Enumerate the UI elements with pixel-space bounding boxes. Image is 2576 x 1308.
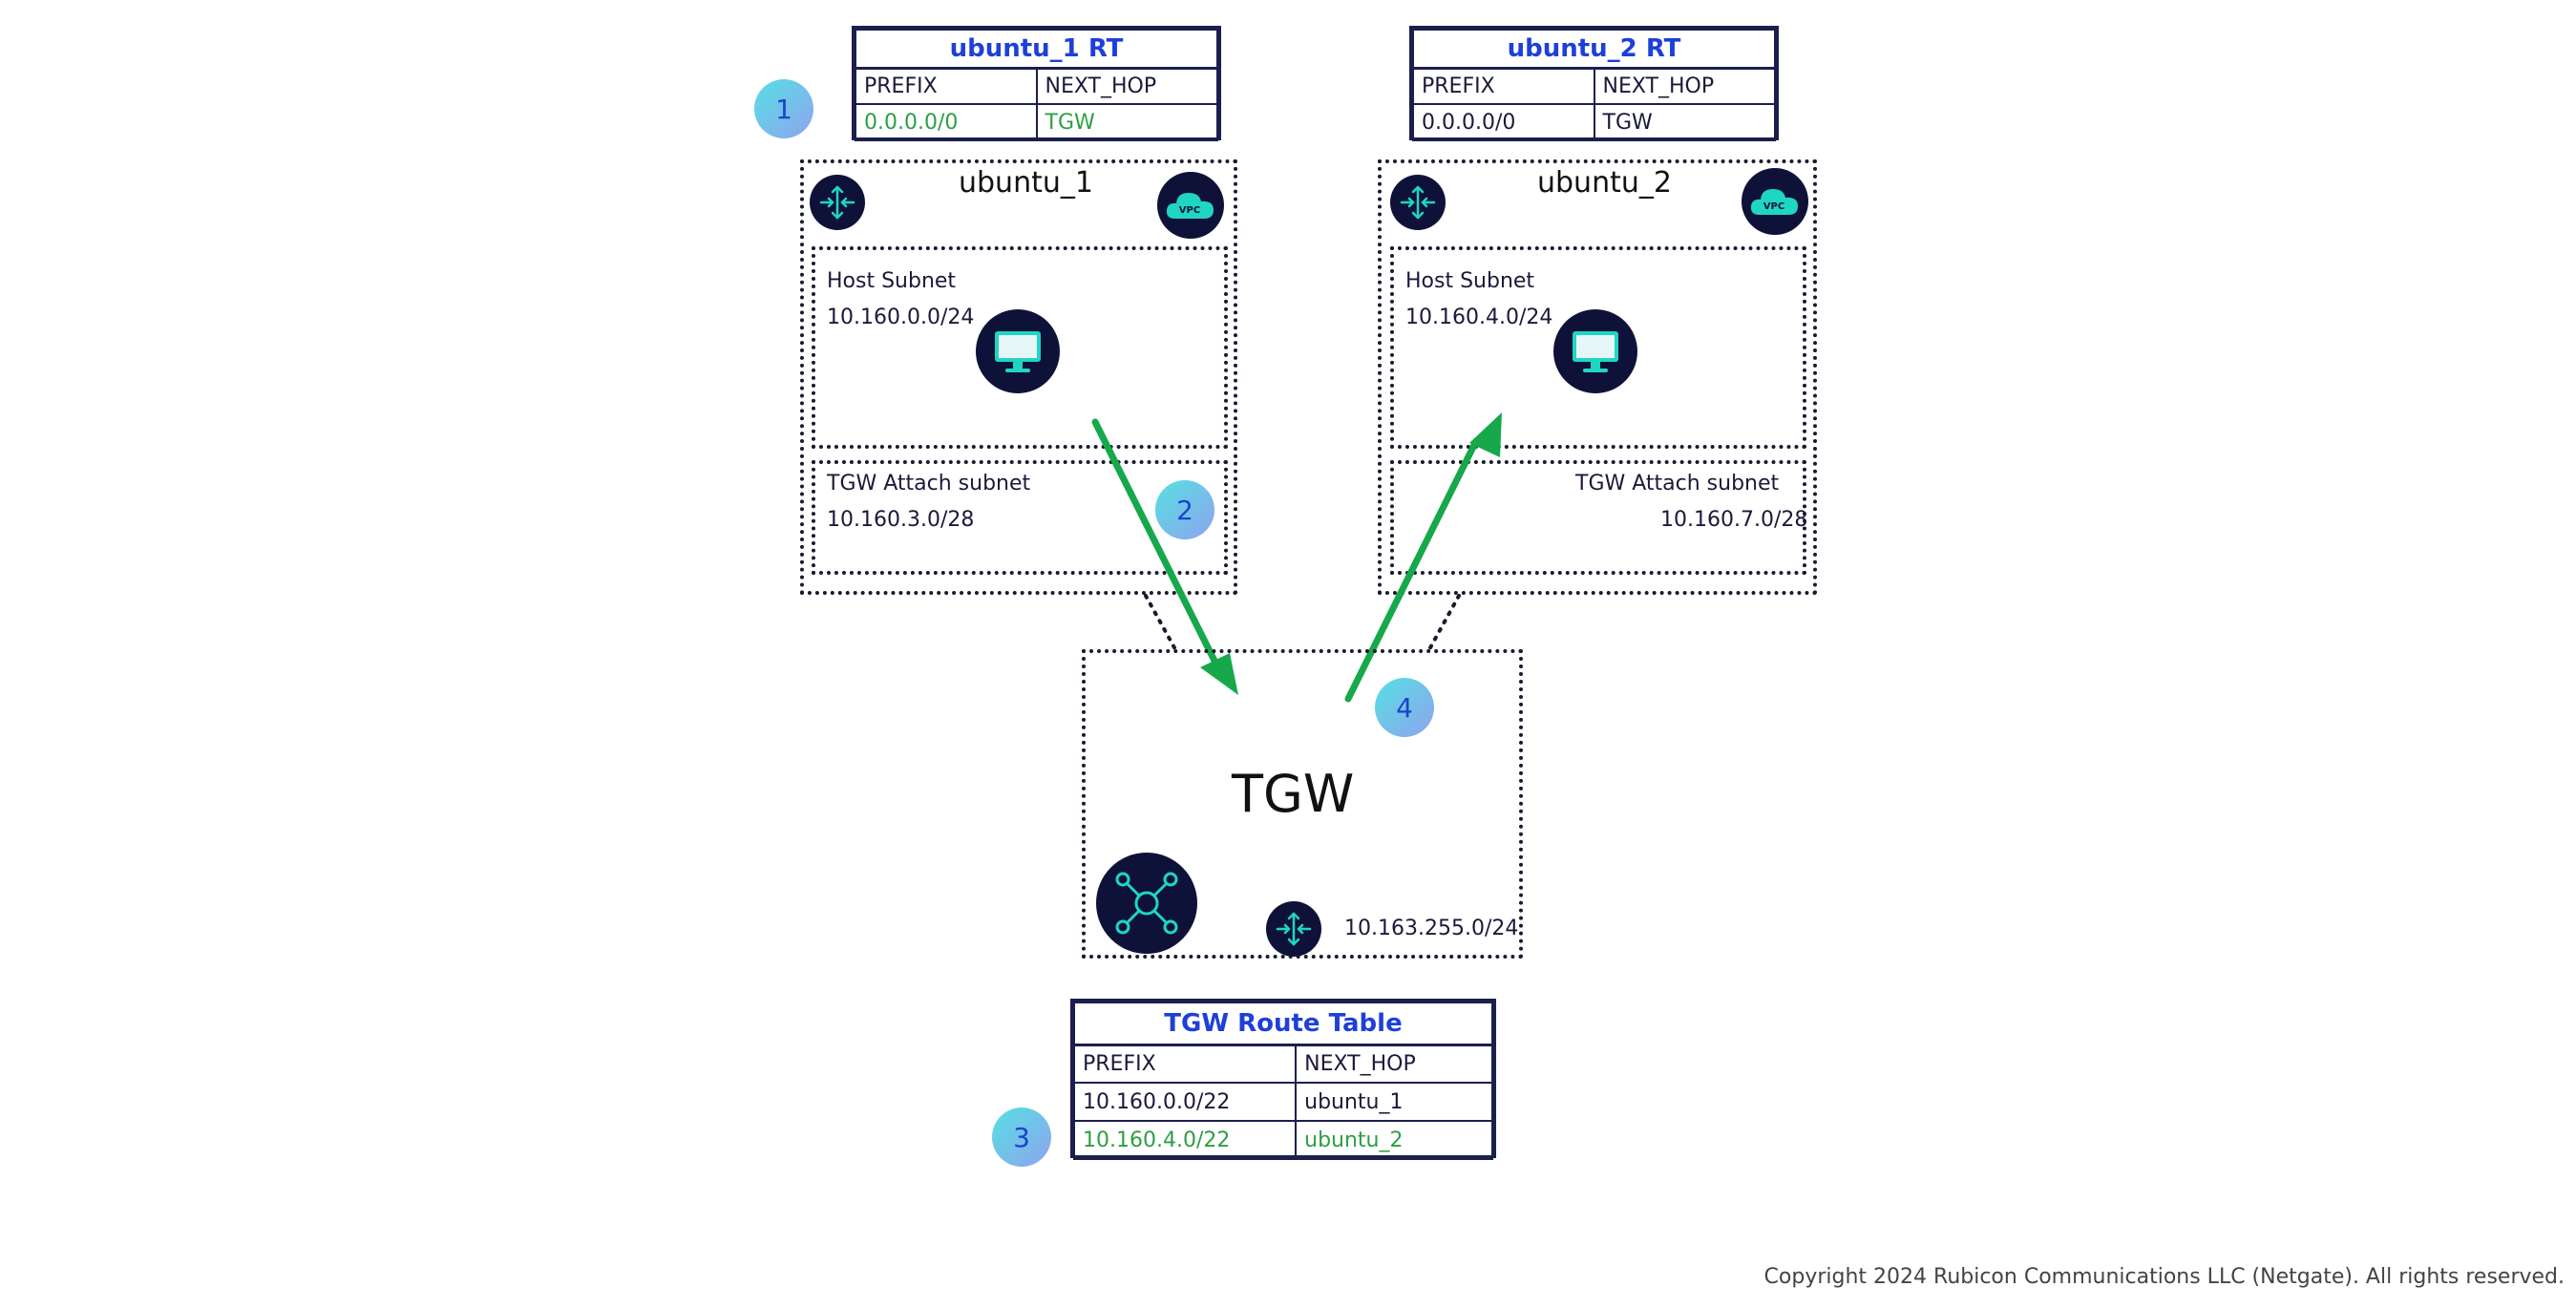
table-row: 10.160.0.0/22 ubuntu_1 bbox=[1072, 1082, 1493, 1122]
ubuntu-1-route-table: ubuntu_1 RT PREFIX NEXT_HOP 0.0.0.0/0 TG… bbox=[852, 26, 1221, 141]
table-row: 10.160.4.0/22 ubuntu_2 bbox=[1072, 1120, 1493, 1160]
rt1-title: ubuntu_1 RT bbox=[855, 29, 1218, 70]
rt1-header-nexthop: NEXT_HOP bbox=[1035, 67, 1218, 105]
transit-gateway-hub-icon bbox=[1096, 853, 1197, 954]
rt2-header-prefix: PREFIX bbox=[1412, 67, 1595, 105]
tgw-rt-row1-prefix: 10.160.0.0/22 bbox=[1072, 1082, 1298, 1122]
vpc-ubuntu-2 bbox=[1378, 159, 1817, 595]
rt2-header-nexthop: NEXT_HOP bbox=[1593, 67, 1776, 105]
copyright-notice: Copyright 2024 Rubicon Communications LL… bbox=[1763, 1265, 2565, 1289]
tgw-rt-header-nexthop: NEXT_HOP bbox=[1295, 1044, 1493, 1084]
attach-subnet-2-cidr: 10.160.7.0/28 bbox=[1660, 508, 1808, 532]
vpc-1-name: ubuntu_1 bbox=[959, 166, 1093, 200]
monitor-icon bbox=[976, 309, 1060, 393]
rt1-header-prefix: PREFIX bbox=[855, 67, 1038, 105]
rt1-row-nexthop: TGW bbox=[1035, 103, 1218, 141]
monitor-icon bbox=[1553, 309, 1637, 393]
attach-subnet-1-cidr: 10.160.3.0/28 bbox=[827, 508, 975, 532]
router-icon bbox=[810, 175, 865, 230]
tgw-name: TGW bbox=[1232, 764, 1355, 824]
vpc-ubuntu-1 bbox=[800, 159, 1237, 595]
host-subnet-2-label: Host Subnet bbox=[1405, 269, 1535, 293]
attach-subnet-1-label: TGW Attach subnet bbox=[827, 472, 1031, 496]
tgw-route-table: TGW Route Table PREFIX NEXT_HOP 10.160.0… bbox=[1070, 999, 1496, 1160]
vpc-cloud-icon: VPC bbox=[1742, 168, 1808, 235]
rt2-row-prefix: 0.0.0.0/0 bbox=[1412, 103, 1595, 141]
step-badge-3: 3 bbox=[992, 1108, 1051, 1167]
host-subnet-1-label: Host Subnet bbox=[827, 269, 957, 293]
attach-subnet-2-label: TGW Attach subnet bbox=[1575, 472, 1780, 496]
transit-gateway bbox=[1082, 649, 1523, 959]
attach-subnet-2 bbox=[1390, 460, 1806, 575]
arrow-ubuntu1-to-tgw bbox=[1091, 418, 1238, 695]
tgw-rt-title: TGW Route Table bbox=[1073, 1002, 1493, 1046]
rt2-title: ubuntu_2 RT bbox=[1412, 29, 1776, 70]
tgw-cidr: 10.163.255.0/24 bbox=[1344, 917, 1519, 940]
vpc-2-name: ubuntu_2 bbox=[1537, 166, 1672, 200]
rt1-row-prefix: 0.0.0.0/0 bbox=[855, 103, 1038, 141]
step-badge-2: 2 bbox=[1155, 480, 1214, 539]
host-subnet-1-cidr: 10.160.0.0/24 bbox=[827, 306, 975, 329]
host-subnet-2-cidr: 10.160.4.0/24 bbox=[1405, 306, 1553, 329]
tgw-rt-row1-nexthop: ubuntu_1 bbox=[1295, 1082, 1493, 1122]
vpc-2-badge-text: VPC bbox=[1763, 201, 1784, 212]
attach-subnet-1 bbox=[812, 460, 1228, 575]
vpc-1-badge-text: VPC bbox=[1179, 205, 1200, 216]
router-icon bbox=[1390, 175, 1446, 230]
tgw-rt-row2-prefix: 10.160.4.0/22 bbox=[1072, 1120, 1298, 1160]
arrow-tgw-to-ubuntu2 bbox=[1344, 412, 1502, 703]
rt2-row-nexthop: TGW bbox=[1593, 103, 1776, 141]
host-subnet-1 bbox=[812, 246, 1228, 449]
ubuntu-2-route-table: ubuntu_2 RT PREFIX NEXT_HOP 0.0.0.0/0 TG… bbox=[1409, 26, 1779, 141]
tgw-rt-row2-nexthop: ubuntu_2 bbox=[1295, 1120, 1493, 1160]
attachment-connectors bbox=[1144, 594, 1461, 653]
router-icon bbox=[1266, 901, 1321, 957]
tgw-rt-header-prefix: PREFIX bbox=[1072, 1044, 1298, 1084]
vpc-cloud-icon: VPC bbox=[1157, 172, 1224, 239]
host-subnet-2 bbox=[1390, 246, 1806, 449]
step-badge-1: 1 bbox=[754, 79, 813, 138]
step-badge-4: 4 bbox=[1375, 678, 1434, 737]
